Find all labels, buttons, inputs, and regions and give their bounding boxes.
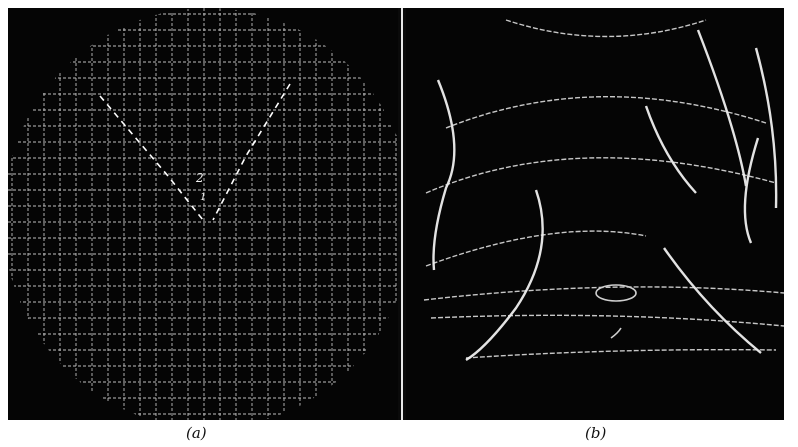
panel-divider [398,8,406,420]
panel-b-distorted-lattice-image [406,8,784,420]
caption-a: (a) [186,424,207,442]
ellipse-marker [595,284,637,339]
path-label-2: 2 [195,171,204,185]
lattice-lines [8,8,398,420]
caption-b: (b) [585,424,607,442]
curved-arcs [423,19,784,359]
square-grid-graphic: 2 1 [8,8,398,420]
v-shaped-dashed-path [99,83,291,221]
curved-grid-graphic [423,19,784,362]
panel-a-square-lattice-image: 2 1 [8,8,398,420]
bright-radial-curves [432,29,778,362]
path-label-1: 1 [200,192,206,203]
